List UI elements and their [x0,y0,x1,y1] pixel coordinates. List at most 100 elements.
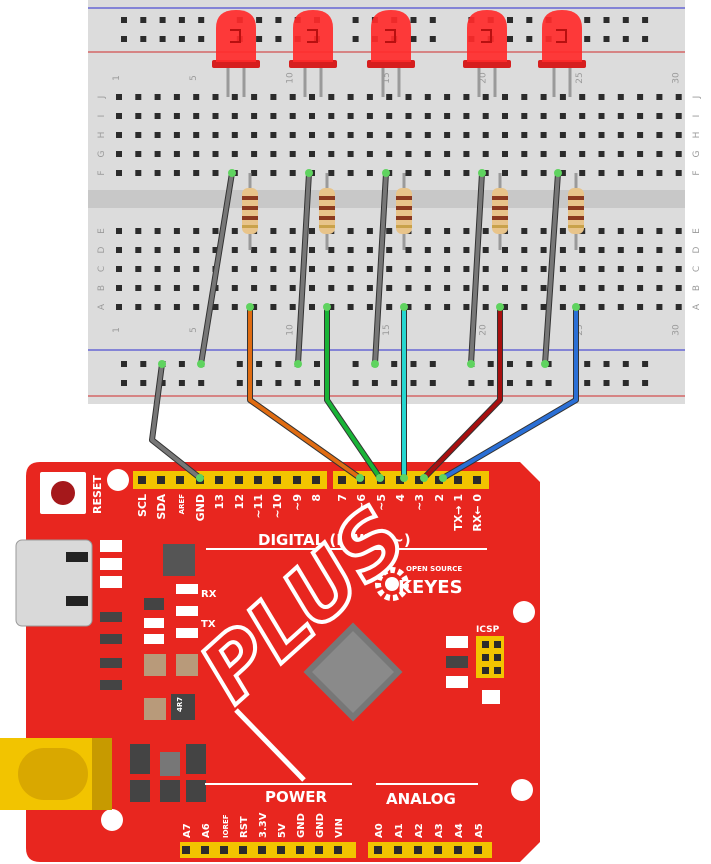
wire-end [197,360,205,368]
digital-pin-label: 2 [433,494,446,502]
breadboard-hole [386,132,393,138]
breadboard-hole [270,247,277,253]
breadboard-hole [463,247,470,253]
digital-pin-label: 13 [213,494,226,509]
wire-end [356,474,364,482]
breadboard-hole [656,228,663,234]
rail-hole [410,380,417,386]
rail-hole [198,36,205,42]
rail-hole [642,380,649,386]
rail-hole [352,380,359,386]
column-number: 20 [479,72,489,84]
rail-hole [236,380,243,386]
breadboard-hole [386,304,393,310]
rail-hole [642,17,649,23]
breadboard-hole [502,285,508,291]
rail-hole [526,36,533,42]
header-pin [138,476,146,484]
power-pin-label: RST [239,816,250,838]
brand-text: KEYES [398,577,463,598]
jumper-wire [373,171,388,366]
breadboard-hole [444,285,451,291]
rail-hole [429,361,436,367]
breadboard-hole [521,266,528,272]
row-letter: I [97,115,107,118]
breadboard-hole [251,247,258,253]
breadboard-hole [154,266,161,272]
breadboard-hole [309,94,315,100]
breadboard-hole [405,247,412,253]
reset-button[interactable] [51,481,75,505]
rail-hole [429,17,436,23]
breadboard-hole [212,151,219,157]
breadboard-hole [656,266,663,272]
breadboard-hole [251,304,258,310]
breadboard-hole [579,132,586,138]
breadboard-hole [521,151,528,157]
breadboard-hole [521,285,528,291]
breadboard-hole [173,304,180,310]
rail-hole [198,380,205,386]
breadboard-hole [637,170,644,176]
breadboard-hole [559,132,566,138]
breadboard-hole [328,113,335,119]
breadboard-hole [675,304,682,310]
breadboard-hole [675,228,682,234]
led [367,10,415,97]
breadboard-hole [540,94,547,100]
breadboard-hole [482,266,489,272]
breadboard-hole [347,170,354,176]
breadboard-hole [617,170,624,176]
row-letter: G [692,150,702,157]
breadboard-hole [173,228,180,234]
jumper-wire [441,305,578,480]
breadboard-hole [251,113,258,119]
jumper-wire [469,171,484,366]
breadboard-hole [135,132,142,138]
breadboard-hole [444,132,451,138]
column-number: 5 [189,75,199,81]
board-pcb [26,462,540,862]
breadboard-hole [405,132,412,138]
breadboard-hole [193,113,200,119]
led [538,10,586,97]
analog-pin-label: A4 [454,823,465,838]
breadboard-hole [617,228,624,234]
breadboard-hole [328,285,335,291]
led [463,10,511,97]
breadboard-hole [579,304,586,310]
rail-hole [603,36,610,42]
rail-hole [622,36,629,42]
row-letter: G [97,150,107,157]
breadboard-hole [289,94,296,100]
breadboard-hole [598,113,605,119]
rail-hole [603,380,610,386]
breadboard-hole [270,266,277,272]
breadboard-hole [521,94,528,100]
breadboard-hole [231,304,238,310]
breadboard-hole [231,266,238,272]
analog-pin-label: A3 [434,823,445,838]
breadboard-hole [289,285,296,291]
breadboard-hole [656,94,663,100]
wire-end [554,169,562,177]
breadboard-hole [135,285,142,291]
column-number: 10 [286,324,296,336]
breadboard-hole [540,228,547,234]
breadboard-hole [231,132,238,138]
wire-end [196,474,204,482]
breadboard-hole [328,151,335,157]
breadboard-hole [328,132,335,138]
resistor [396,173,412,250]
breadboard-hole [309,228,315,234]
jumper-wire [325,305,382,480]
breadboard-hole [579,170,586,176]
breadboard-hole [521,170,528,176]
breadboard-hole [231,228,238,234]
breadboard-hole [366,94,373,100]
breadboard-hole [289,113,296,119]
breadboard-hole [270,285,277,291]
header-pin [415,476,423,484]
breadboard-hole [173,170,180,176]
